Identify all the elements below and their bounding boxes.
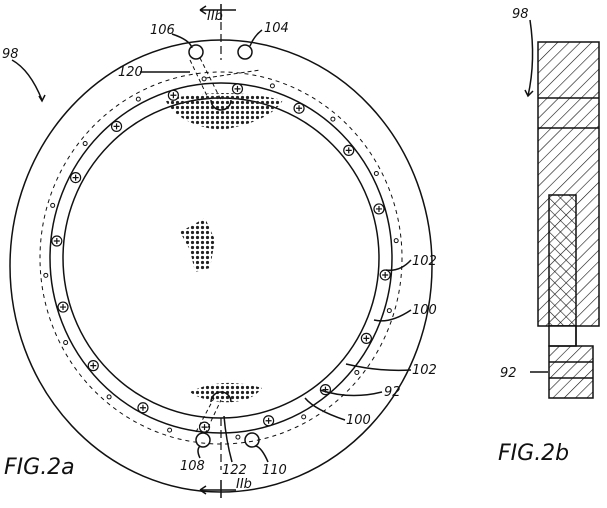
bolt-cross <box>113 123 120 130</box>
bolt-cross <box>201 424 208 431</box>
bolt-cross <box>296 105 303 112</box>
small-hole <box>386 308 392 314</box>
small-hole <box>235 434 241 440</box>
hole-108 <box>195 432 211 448</box>
small-hole <box>269 83 275 89</box>
gap <box>548 325 577 347</box>
label-104: 104 <box>264 21 289 36</box>
label-102-lower: 102 <box>412 363 437 378</box>
label-100-upper: 100 <box>412 303 437 318</box>
label-98-fig2a: 98 <box>2 47 19 62</box>
small-hole <box>135 96 141 102</box>
figure-title-2a: FIG.2a <box>4 455 75 480</box>
inner-opening <box>62 97 380 419</box>
small-hole <box>50 202 56 208</box>
section-mark-bottom: IIb <box>236 477 252 492</box>
label-98-fig2b: 98 <box>512 7 529 22</box>
bolt-cross <box>53 238 60 245</box>
small-hole <box>167 427 173 433</box>
bolt-cross <box>375 205 382 212</box>
small-hole <box>354 369 360 375</box>
small-hole <box>301 414 307 420</box>
small-hole <box>82 141 88 147</box>
section-mark-top: IIb <box>207 9 223 24</box>
bolt-holes <box>51 83 391 433</box>
label-106: 106 <box>150 23 175 38</box>
ring-inner-edge <box>49 82 393 434</box>
small-hole <box>201 76 207 82</box>
small-hole <box>43 272 49 278</box>
insert <box>548 194 577 327</box>
perforated-region-top <box>165 93 283 130</box>
hole-106 <box>188 44 204 60</box>
bolt-cross <box>60 304 67 311</box>
label-100-lower: 100 <box>346 413 371 428</box>
small-hole <box>330 116 336 122</box>
bolt-cross <box>345 147 352 154</box>
hole-110 <box>244 432 260 448</box>
bolt-cross <box>90 362 97 369</box>
label-92-fig2b: 92 <box>500 366 517 381</box>
bolt-cross <box>363 335 370 342</box>
bolt-cross <box>234 85 241 92</box>
label-92: 92 <box>384 385 401 400</box>
label-120: 120 <box>118 65 143 80</box>
bolt-cross <box>139 404 146 411</box>
bolt-cross <box>170 92 177 99</box>
small-holes <box>43 76 399 440</box>
bolt-cross <box>265 417 272 424</box>
bolt-cross <box>72 174 79 181</box>
bolt-cross <box>382 271 389 278</box>
label-108: 108 <box>180 459 205 474</box>
label-110: 110 <box>262 463 287 478</box>
figure-title-2b: FIG.2b <box>498 441 569 466</box>
small-hole <box>393 238 399 244</box>
hole-104 <box>237 44 253 60</box>
plate-92 <box>548 345 594 399</box>
small-hole <box>106 394 112 400</box>
fig-2b-section <box>537 41 600 399</box>
perforated-region-center <box>180 218 215 272</box>
label-122: 122 <box>222 463 247 478</box>
small-hole <box>63 340 69 346</box>
label-102-upper: 102 <box>412 254 437 269</box>
small-hole <box>373 170 379 176</box>
